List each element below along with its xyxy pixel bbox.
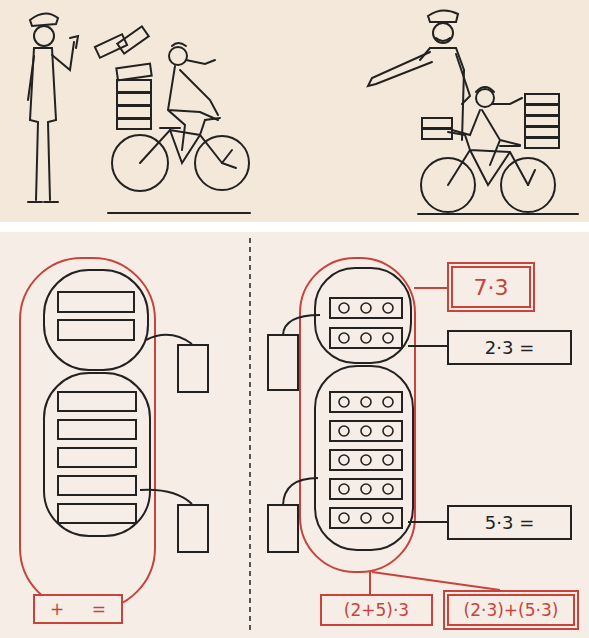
- left-set-diagram: [20, 258, 208, 610]
- product-box: 5·3 =: [447, 505, 572, 540]
- expression-box: (2+5)·3: [320, 594, 433, 626]
- box-text: 7·3: [474, 275, 509, 300]
- expression-box: (2·3)+(5·3): [443, 590, 579, 630]
- bottom-panel: [0, 232, 589, 638]
- cyclist-falling-boxes: [95, 26, 250, 213]
- box-text: (2+5)·3: [344, 600, 409, 620]
- box-text: 5·3 =: [485, 512, 534, 533]
- policeman-stop: [28, 13, 78, 202]
- sum-box: + =: [33, 594, 123, 624]
- policeman-go: [368, 10, 470, 140]
- cyclist-with-boxes: [418, 87, 578, 214]
- product-box: 2·3 =: [447, 330, 572, 365]
- product-box: 7·3: [447, 262, 535, 312]
- box-text: (2·3)+(5·3): [464, 600, 559, 620]
- box-text: 2·3 =: [485, 337, 534, 358]
- box-text: + =: [50, 599, 106, 619]
- top-panel: [0, 0, 589, 222]
- divider-line: [249, 238, 251, 632]
